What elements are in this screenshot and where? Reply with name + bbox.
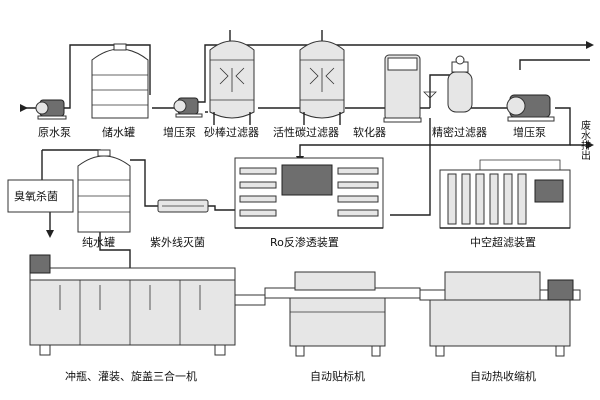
sand-filter (209, 40, 255, 125)
raw-pump-base (37, 115, 67, 120)
softener (383, 54, 422, 123)
precision-valve-icon (423, 91, 437, 99)
label-pure-tank: 纯水罐 (82, 236, 115, 249)
label-ozone: 臭氧杀菌 (14, 189, 58, 203)
uf-control-panel (534, 179, 564, 203)
filler-body (29, 279, 236, 346)
storage-tank-body (91, 48, 149, 119)
filler-top-rail (29, 267, 236, 281)
label-booster-pump-1: 增压泵 (163, 125, 196, 139)
precision-filter (423, 55, 473, 113)
label-precision-filter: 精密过滤器 (432, 125, 487, 139)
pure-tank-body (77, 155, 131, 233)
shrink-machine (419, 271, 581, 357)
shrink-tunnel (444, 271, 541, 301)
raw-pump-head (35, 101, 49, 115)
booster-pump-2 (506, 94, 555, 122)
label-sand-filter: 砂棒过滤器 (204, 125, 259, 139)
precision-filter-body (447, 71, 473, 113)
pipe-ro-to-uf (390, 118, 431, 216)
pipe-ozone (42, 149, 101, 158)
label-raw-pump: 原水泵 (38, 126, 71, 139)
pure-water-tank (77, 149, 131, 233)
label-ro: Ro反渗透装置 (270, 235, 339, 249)
carbon-filter (299, 40, 345, 125)
filling-machine (29, 254, 266, 356)
label-booster-pump-2: 增压泵 (513, 125, 546, 139)
filler-conveyor (234, 294, 266, 306)
labeler-body (289, 297, 386, 347)
label-softener: 软化器 (353, 125, 386, 139)
carbon-filter-valves (309, 67, 335, 92)
pipe-pure-to-filler (99, 232, 131, 270)
labeling-machine (264, 271, 421, 357)
label-waste-drain: 废水排出 (579, 119, 591, 160)
labels: 原水泵 储水罐 增压泵 砂棒过滤器 活性碳过滤器 软化器 精密过滤器 增压泵 废… (14, 119, 591, 383)
pipe-top-main (195, 44, 590, 103)
uf-unit (439, 169, 571, 229)
pipe-booster-top (519, 59, 590, 70)
raw-water-pump (35, 99, 67, 120)
pipe-filter-bottoms (205, 107, 430, 113)
sand-filter-valves (219, 67, 245, 92)
arrow-ozone-down (46, 230, 54, 238)
filler-screen (29, 254, 51, 274)
label-carbon-filter: 活性碳过滤器 (273, 125, 339, 139)
shrink-panel (547, 279, 574, 301)
ro-unit (234, 157, 384, 229)
uv-sterilizer (157, 199, 209, 213)
pipe-filter-tops (229, 30, 323, 45)
arrow-top-right (586, 41, 594, 49)
pipe-uv-to-pure (130, 159, 158, 207)
label-filler: 冲瓶、灌装、旋盖三合一机 (65, 369, 197, 383)
ozone-box (7, 179, 74, 213)
label-storage-tank: 储水罐 (102, 125, 135, 139)
ozone-generator (7, 179, 74, 213)
ro-control-panel (281, 164, 333, 196)
label-shrink: 自动热收缩机 (470, 369, 536, 383)
shrink-body (429, 299, 571, 347)
label-uf: 中空超滤装置 (470, 235, 536, 249)
label-uv: 紫外线灭菌 (150, 235, 205, 249)
label-labeler: 自动贴标机 (310, 369, 365, 383)
pipe-softener-to-precision (429, 74, 450, 108)
storage-tank (91, 43, 149, 119)
pipe-pump-to-tank (62, 44, 151, 109)
pipe-precision-to-booster (469, 75, 510, 109)
arrow-inlet (20, 104, 28, 112)
labeler-head (294, 271, 376, 291)
arrow-waste (586, 141, 594, 149)
booster-pump-1 (173, 97, 203, 118)
